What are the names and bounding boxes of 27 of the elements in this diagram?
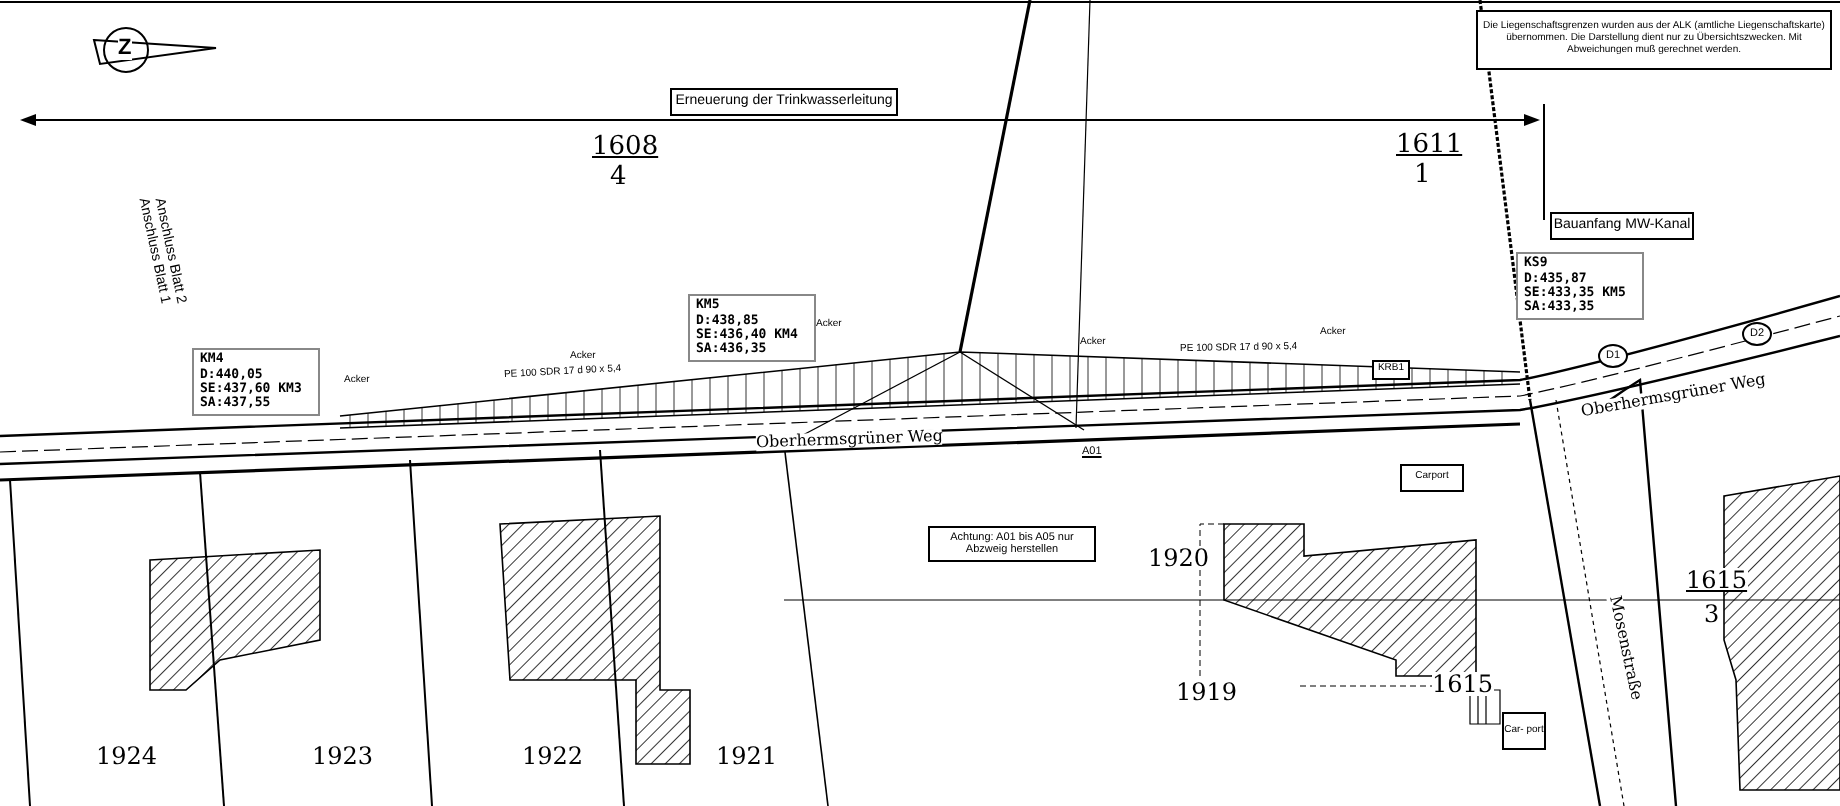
note-box (1476, 10, 1832, 70)
parcel-number: 1924 (96, 744, 158, 768)
marker-circle (1742, 322, 1772, 346)
manhole-data-box (688, 294, 816, 362)
parcel-number: 1923 (312, 744, 374, 768)
parcel-number: 1921 (716, 744, 778, 768)
parcel-number: 1919 (1176, 680, 1238, 704)
north-letter: Z (118, 38, 132, 60)
callout-box (1550, 212, 1694, 240)
street-name: Oberhermsgrüner Weg (755, 428, 944, 452)
parcel-number: 1611 (1396, 132, 1463, 158)
parcel-number: 1922 (522, 744, 584, 768)
parcel-number: 1615 (1432, 672, 1494, 696)
carport-box (1502, 712, 1546, 750)
parcel-number: 3 (1704, 602, 1720, 626)
parcel-number: 4 (610, 164, 627, 190)
warning-box (928, 526, 1096, 562)
parcel-number: 1608 (592, 134, 659, 160)
title-box (670, 88, 898, 116)
manhole-data-box (1516, 252, 1644, 320)
parcel-number: 1615 (1686, 568, 1748, 592)
marker-box (1372, 360, 1410, 380)
marker-circle (1598, 344, 1628, 368)
parcel-number: 1 (1414, 162, 1431, 188)
manhole-data-box (192, 348, 320, 416)
carport-box (1400, 464, 1464, 492)
parcel-number: 1920 (1148, 546, 1210, 570)
